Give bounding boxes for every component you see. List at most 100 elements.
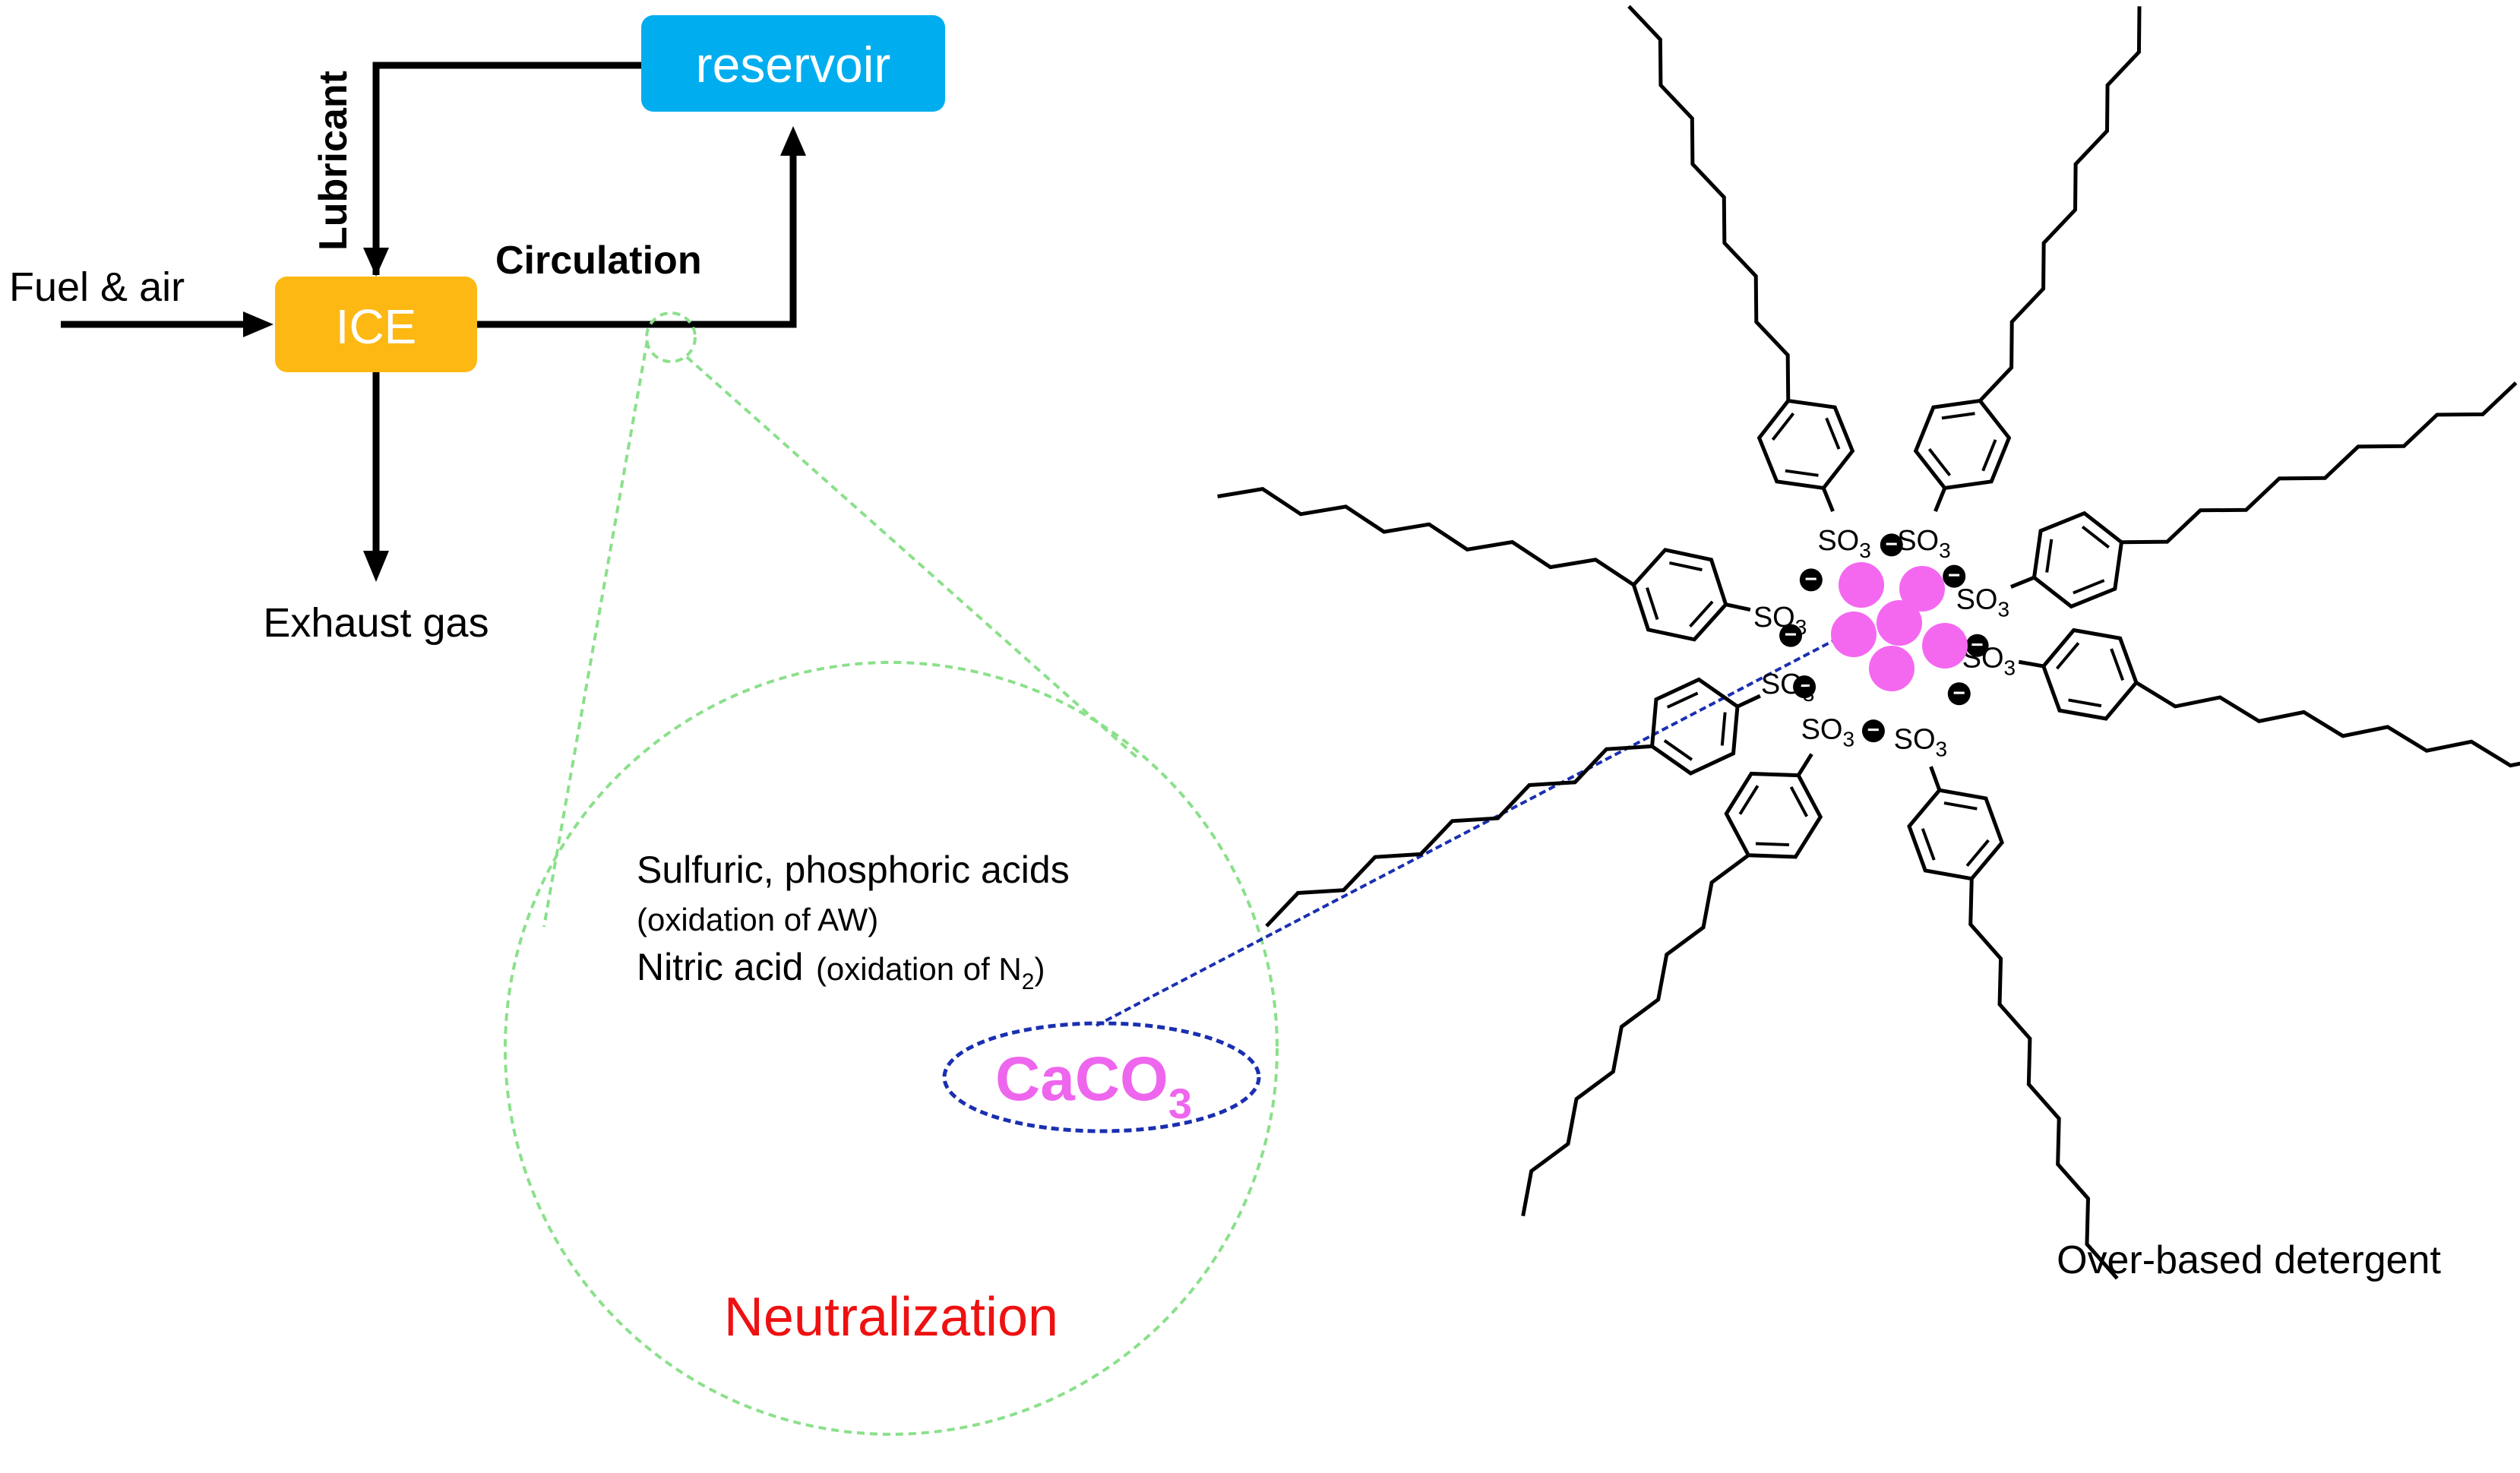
- sulfonate-bond: [1795, 753, 1813, 778]
- sulfonate-sub: 3: [1939, 539, 1951, 562]
- benzene-ring: [1913, 398, 2012, 491]
- zoom-circle: [504, 661, 1279, 1436]
- core-particle: [1839, 562, 1884, 608]
- lubricant-label: Lubricant: [311, 71, 356, 251]
- benzene-ring: [2031, 510, 2124, 609]
- fuel-air-label: Fuel & air: [9, 264, 185, 310]
- charge-circle: [1779, 624, 1803, 647]
- acids-line-2: (oxidation of AW): [637, 902, 878, 937]
- sulfonate-group: SO3: [1894, 724, 1947, 761]
- ring-double-bond: [2055, 642, 2080, 670]
- exhaust-label: Exhaust gas: [263, 600, 489, 646]
- sulfonate-sub: 3: [1936, 738, 1948, 761]
- detergent-molecule: SO3−SO3−SO3−SO3−SO3−SO3−SO3−SO3−: [1217, 5, 2520, 1280]
- ring-double-bond: [2110, 648, 2125, 681]
- benzene-ring: [2041, 627, 2139, 721]
- sulfonate-group: SO3: [1962, 642, 2016, 679]
- sulfonate-text: SO: [1956, 584, 1998, 616]
- charge-minus: −: [1785, 623, 1797, 646]
- ring-double-bond: [2068, 698, 2102, 708]
- sulfonate-text: SO: [1761, 669, 1803, 700]
- ring-double-bond: [1941, 412, 1975, 420]
- benzene-ring: [1756, 398, 1855, 491]
- sulfonate-bond: [2009, 575, 2037, 589]
- ring-double-bond: [1668, 561, 1703, 572]
- ice-box: [275, 277, 477, 372]
- charge-circle: [1943, 564, 1966, 588]
- alkyl-chain: [1627, 5, 1791, 401]
- ring-double-bond: [2073, 579, 2105, 595]
- exhaust-arrowhead: [363, 551, 389, 582]
- charge-circle: [1947, 682, 1971, 706]
- circulation-label: Circulation: [495, 239, 702, 283]
- charge-minus: −: [1948, 564, 1960, 587]
- charge-circle: [1861, 719, 1885, 743]
- zoom-line-left: [542, 340, 649, 928]
- sulfonate-group: SO3: [1817, 525, 1870, 562]
- ring-double-bond: [2045, 539, 2054, 573]
- ring-double-bond: [1646, 587, 1659, 621]
- acids-line-3: Nitric acid (oxidation of N2): [637, 946, 1045, 994]
- ring-double-bond: [1789, 785, 1809, 817]
- sulfonate-group: SO3: [1761, 669, 1814, 706]
- core-particle: [1831, 612, 1877, 657]
- charge-circle: [1793, 675, 1816, 699]
- ring-double-bond: [1927, 447, 1952, 477]
- sulfonate-bond: [2018, 659, 2046, 669]
- charge-circle: [1799, 568, 1823, 592]
- ring-double-bond: [1666, 691, 1699, 709]
- sulfonate-bond: [1735, 694, 1761, 710]
- fuel-air-arrowhead: [243, 311, 274, 337]
- sulfonate-text: SO: [1817, 525, 1859, 557]
- sulfonate-sub: 3: [2004, 656, 2016, 679]
- core-particle: [1922, 623, 1968, 669]
- ring-double-bond: [1720, 712, 1727, 746]
- sulfonate-group: SO3: [1801, 714, 1854, 751]
- sulfonate-sub: 3: [1859, 539, 1871, 562]
- circulation-line: [477, 152, 797, 328]
- nitric-acid-paren: (oxidation of N: [816, 951, 1022, 987]
- core-particle: [1899, 566, 1945, 612]
- sulfonate-bond: [1821, 485, 1835, 513]
- neutralization-label: Neutralization: [724, 1287, 1058, 1348]
- ring-double-bond: [1755, 842, 1789, 847]
- benzene-ring: [1907, 788, 2004, 881]
- ring-double-bond: [1738, 785, 1760, 815]
- ring-double-bond: [1965, 839, 1990, 868]
- ring-double-bond: [1981, 439, 1997, 472]
- detergent-label: Over-based detergent: [2057, 1238, 2441, 1282]
- sulfonate-sub: 3: [1842, 728, 1854, 751]
- lubricant-line: [372, 62, 641, 275]
- alkyl-chain: [1265, 744, 1652, 928]
- sulfonate-group: SO3: [1897, 525, 1950, 562]
- reservoir-label: reservoir: [696, 36, 891, 93]
- flow-diagram: reservoir ICE Lubricant Circulation Fuel…: [9, 15, 945, 646]
- caco3-label: CaCO3: [995, 1045, 1192, 1127]
- sulfonate-sub: 3: [1997, 598, 2009, 621]
- benzene-ring: [1631, 548, 1728, 642]
- alkyl-chain: [1968, 878, 2119, 1280]
- charge-minus: −: [1953, 681, 1965, 704]
- alkyl-chain: [1978, 6, 2142, 403]
- charge-minus: −: [1867, 718, 1880, 741]
- core-particle: [1877, 600, 1922, 646]
- zoom-source-circle: [645, 311, 697, 363]
- charge-minus: −: [1971, 633, 1983, 656]
- core-link-line: [1096, 621, 1868, 1027]
- ring-double-bond: [1663, 739, 1693, 761]
- charge-circle: [1880, 533, 1903, 557]
- sulfonate-text: SO: [1894, 724, 1936, 756]
- charge-minus: −: [1798, 674, 1810, 697]
- sulfonate-text: SO: [1897, 525, 1939, 557]
- nitric-acid-sub: 2: [1022, 969, 1035, 994]
- sulfonate-text: SO: [1801, 714, 1843, 746]
- reservoir-box: [641, 15, 945, 112]
- charge-minus: −: [1805, 567, 1817, 590]
- zoom-callout: Sulfuric, phosphoric acids (oxidation of…: [504, 311, 1868, 1436]
- sulfonate-group: SO3: [1956, 584, 2009, 621]
- ring-double-bond: [1943, 801, 1978, 811]
- core-particle: [1869, 646, 1915, 691]
- sulfonate-bond: [1929, 766, 1942, 792]
